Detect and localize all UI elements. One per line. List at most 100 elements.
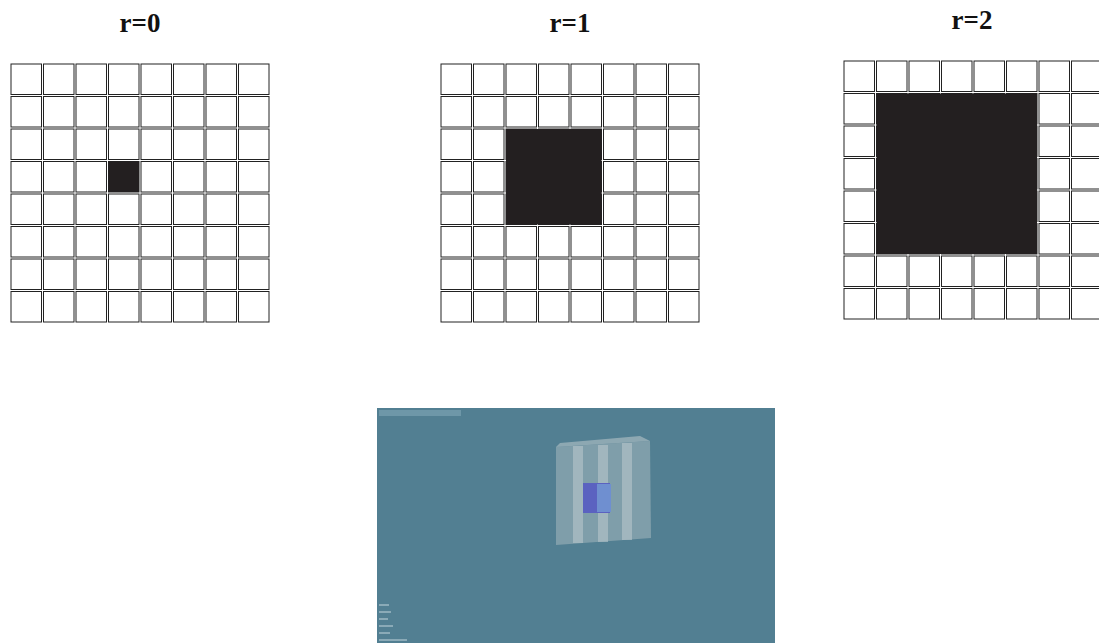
grid-cell (11, 227, 42, 258)
grid-cell (844, 256, 875, 287)
grid-cell (669, 129, 700, 160)
grid-cell (1039, 94, 1070, 125)
screenshot-ground (377, 408, 775, 643)
grid-cell (669, 64, 700, 95)
grid-cell (76, 64, 107, 95)
grid-cell (44, 292, 75, 323)
grid-cell (174, 194, 205, 225)
grid-cell (1072, 289, 1099, 320)
screenshot-bar (379, 410, 461, 416)
grid-cell (11, 259, 42, 290)
grid-cell (76, 129, 107, 160)
grid-cell (844, 289, 875, 320)
active-voxel (583, 483, 610, 513)
filled-region (877, 94, 1038, 255)
grid-cell (44, 259, 75, 290)
grid-cell (174, 292, 205, 323)
grid-cell (44, 194, 75, 225)
grid-cell (141, 292, 172, 323)
filled-region (109, 162, 140, 193)
grid-cell (604, 292, 635, 323)
grid-cell (44, 97, 75, 128)
grid-cell (636, 292, 667, 323)
grid-cell (474, 129, 505, 160)
grid-cell (844, 159, 875, 190)
grid-cell (844, 94, 875, 125)
grid-cell (239, 259, 270, 290)
grid-cell (474, 259, 505, 290)
grid-cell (844, 224, 875, 255)
render-screenshot (377, 408, 775, 643)
grid-cell (1007, 61, 1038, 92)
grid-cell (141, 227, 172, 258)
grid-cell (141, 259, 172, 290)
grid-cell (239, 64, 270, 95)
grid-cell (76, 162, 107, 193)
grid-cell (539, 259, 570, 290)
grid-cell (539, 292, 570, 323)
grid-cell (141, 64, 172, 95)
grid-cell (909, 289, 940, 320)
voxel-strip (573, 446, 583, 543)
grid-cell (604, 194, 635, 225)
grid-cell (441, 292, 472, 323)
grid-cell (506, 227, 537, 258)
active-voxel-face (597, 484, 611, 512)
grid-cell (239, 194, 270, 225)
grid-cell (1039, 126, 1070, 157)
grid-cell (571, 292, 602, 323)
grid-cell (506, 292, 537, 323)
grid-cell (174, 129, 205, 160)
grid-cell (506, 97, 537, 128)
grid-cell (441, 227, 472, 258)
grid-cell (604, 227, 635, 258)
grid-cell (1072, 94, 1099, 125)
grid-cell (109, 194, 140, 225)
grid-cell (844, 191, 875, 222)
pixel-grid (441, 64, 699, 322)
grid-cell (141, 129, 172, 160)
grid-cell (239, 162, 270, 193)
grid-cell (669, 292, 700, 323)
grid-cell (206, 97, 237, 128)
grid-cell (174, 97, 205, 128)
grid-cell (571, 259, 602, 290)
grid-cell (539, 227, 570, 258)
grid-cell (44, 162, 75, 193)
grid-cell (109, 64, 140, 95)
grid-cell (441, 64, 472, 95)
grid-cell (109, 97, 140, 128)
grid-cell (1007, 289, 1038, 320)
grid-cell (1072, 126, 1099, 157)
voxel-strip (622, 443, 632, 540)
grid-cell (604, 129, 635, 160)
grid-cell (877, 256, 908, 287)
grid-cell (636, 97, 667, 128)
grid-cell (604, 97, 635, 128)
grid-cell (636, 64, 667, 95)
grid-cell (539, 97, 570, 128)
grid-cell (11, 129, 42, 160)
grid-cell (942, 61, 973, 92)
grid-cell (1039, 224, 1070, 255)
grid-cell (877, 289, 908, 320)
grid-cell (441, 129, 472, 160)
grid-cell (844, 61, 875, 92)
grid-cell (1072, 191, 1099, 222)
grid-cell (239, 129, 270, 160)
grid-cell (76, 292, 107, 323)
grid-cell (571, 64, 602, 95)
grid-cell (109, 162, 140, 193)
grid-cell (76, 259, 107, 290)
grid-cell (44, 64, 75, 95)
grid-cell (109, 259, 140, 290)
grid-cell (636, 194, 667, 225)
filled-region (506, 129, 602, 225)
radius-label: r=1 (550, 8, 591, 39)
grid-cell (174, 64, 205, 95)
radius-label: r=0 (120, 8, 161, 39)
grid-cell (474, 292, 505, 323)
grid-cell (974, 256, 1005, 287)
grid-cell (474, 194, 505, 225)
